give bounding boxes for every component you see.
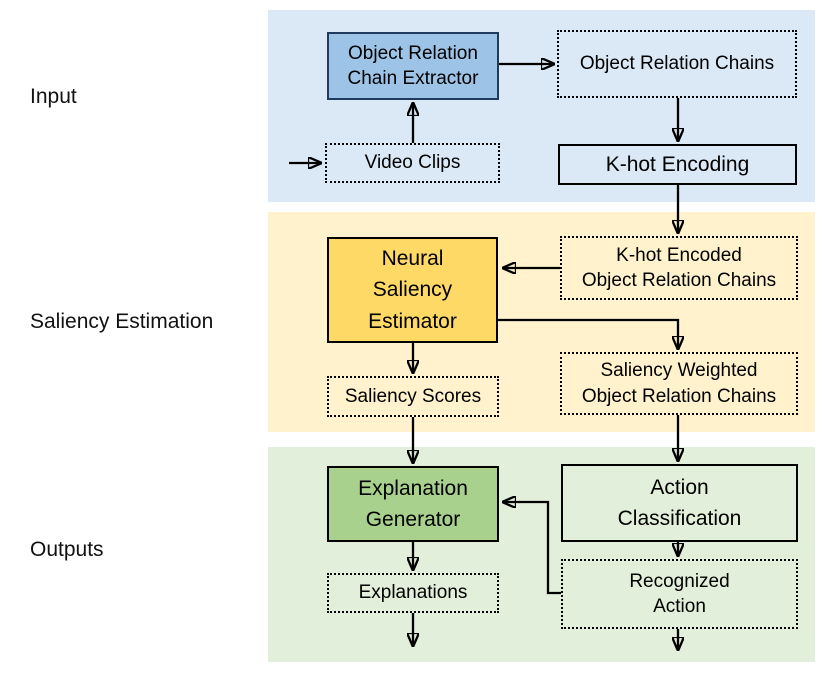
- node-explanation-generator: Explanation Generator: [327, 466, 499, 542]
- section-label-saliency-estimation: Saliency Estimation: [30, 310, 214, 333]
- node-object-relation-chain-extractor: Object Relation Chain Extractor: [327, 32, 499, 100]
- node-neural-saliency-estimator: Neural Saliency Estimator: [327, 237, 498, 343]
- section-label-outputs: Outputs: [30, 538, 104, 561]
- node-object-relation-chains: Object Relation Chains: [557, 30, 797, 98]
- node-label: Saliency Scores: [344, 385, 482, 407]
- node-action-classification: Action Classification: [561, 464, 798, 542]
- node-explanations: Explanations: [327, 573, 499, 613]
- node-label: Explanation Generator: [358, 476, 468, 532]
- node-label: Saliency Weighted Object Relation Chains: [581, 360, 777, 407]
- node-label: Video Clips: [364, 152, 461, 174]
- node-video-clips: Video Clips: [325, 143, 500, 183]
- node-label: Explanations: [358, 582, 468, 604]
- node-label: Neural Saliency Estimator: [368, 246, 457, 333]
- node-saliency-scores: Saliency Scores: [327, 376, 499, 417]
- node-label: Object Relation Chain Extractor: [347, 42, 479, 89]
- node-khot-encoding: K-hot Encoding: [558, 144, 797, 185]
- node-saliency-weighted-object-relation-chains: Saliency Weighted Object Relation Chains: [560, 352, 798, 415]
- node-label: Action Classification: [617, 475, 742, 531]
- section-label-input: Input: [30, 85, 77, 108]
- node-label: K-hot Encoded Object Relation Chains: [581, 244, 777, 291]
- node-label: Recognized Action: [629, 570, 730, 617]
- node-label: K-hot Encoding: [605, 152, 750, 176]
- node-recognized-action: Recognized Action: [561, 559, 798, 629]
- node-khot-encoded-object-relation-chains: K-hot Encoded Object Relation Chains: [560, 236, 798, 300]
- node-label: Object Relation Chains: [579, 53, 775, 75]
